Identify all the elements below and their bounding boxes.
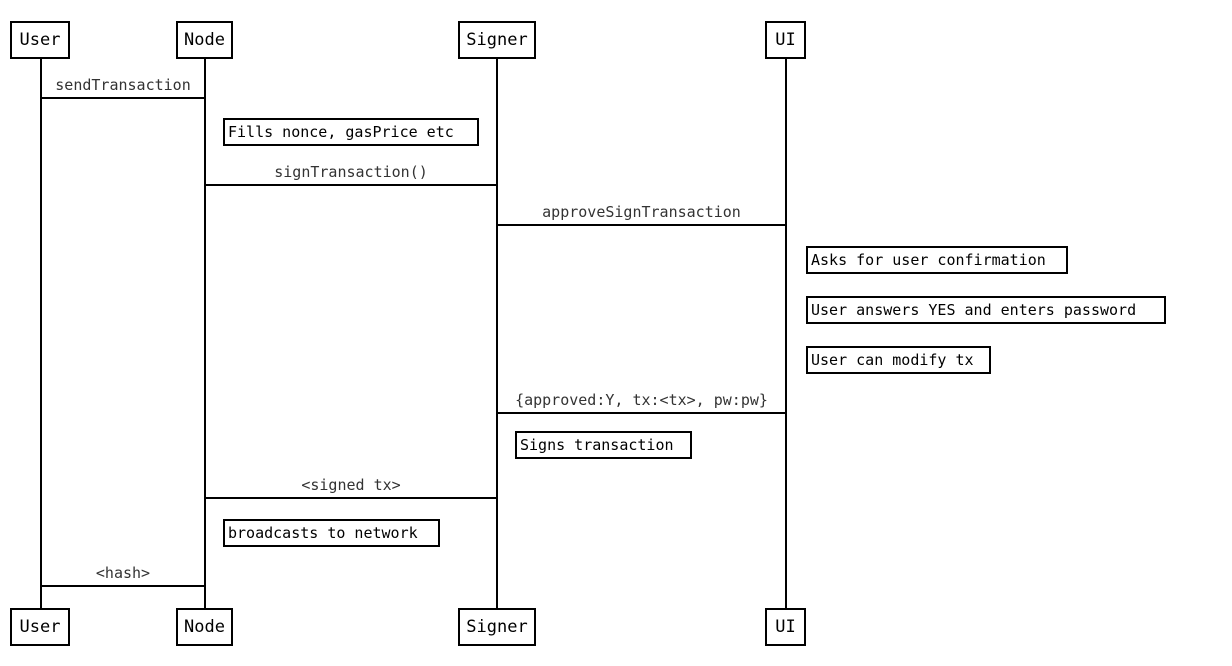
lifeline-ui [785,59,787,608]
participant-foot-ui[interactable]: UI [765,608,806,646]
message-line-0[interactable] [41,97,205,99]
note-box-2[interactable]: User answers YES and enters password [806,296,1166,324]
lifeline-signer [496,59,498,608]
lifeline-node [204,59,206,608]
participant-head-signer[interactable]: Signer [458,21,536,59]
message-label-5: <hash> [95,564,151,582]
note-box-0[interactable]: Fills nonce, gasPrice etc [223,118,479,146]
message-line-1[interactable] [205,184,497,186]
message-label-3: {approved:Y, tx:<tx>, pw:pw} [515,391,768,409]
participant-head-ui[interactable]: UI [765,21,806,59]
participant-head-user[interactable]: User [10,21,70,59]
note-box-3[interactable]: User can modify tx [806,346,991,374]
note-box-4[interactable]: Signs transaction [515,431,692,459]
lifeline-user [40,59,42,608]
participant-head-node[interactable]: Node [176,21,233,59]
message-line-3[interactable] [497,412,786,414]
message-line-2[interactable] [497,224,786,226]
message-label-2: approveSignTransaction [542,203,741,221]
message-line-5[interactable] [41,585,205,587]
message-label-0: sendTransaction [55,76,191,94]
message-line-4[interactable] [205,497,497,499]
message-label-1: signTransaction() [274,163,428,181]
participant-foot-signer[interactable]: Signer [458,608,536,646]
participant-foot-node[interactable]: Node [176,608,233,646]
participant-foot-user[interactable]: User [10,608,70,646]
note-box-1[interactable]: Asks for user confirmation [806,246,1068,274]
message-label-4: <signed tx> [301,476,401,494]
note-box-5[interactable]: broadcasts to network [223,519,440,547]
